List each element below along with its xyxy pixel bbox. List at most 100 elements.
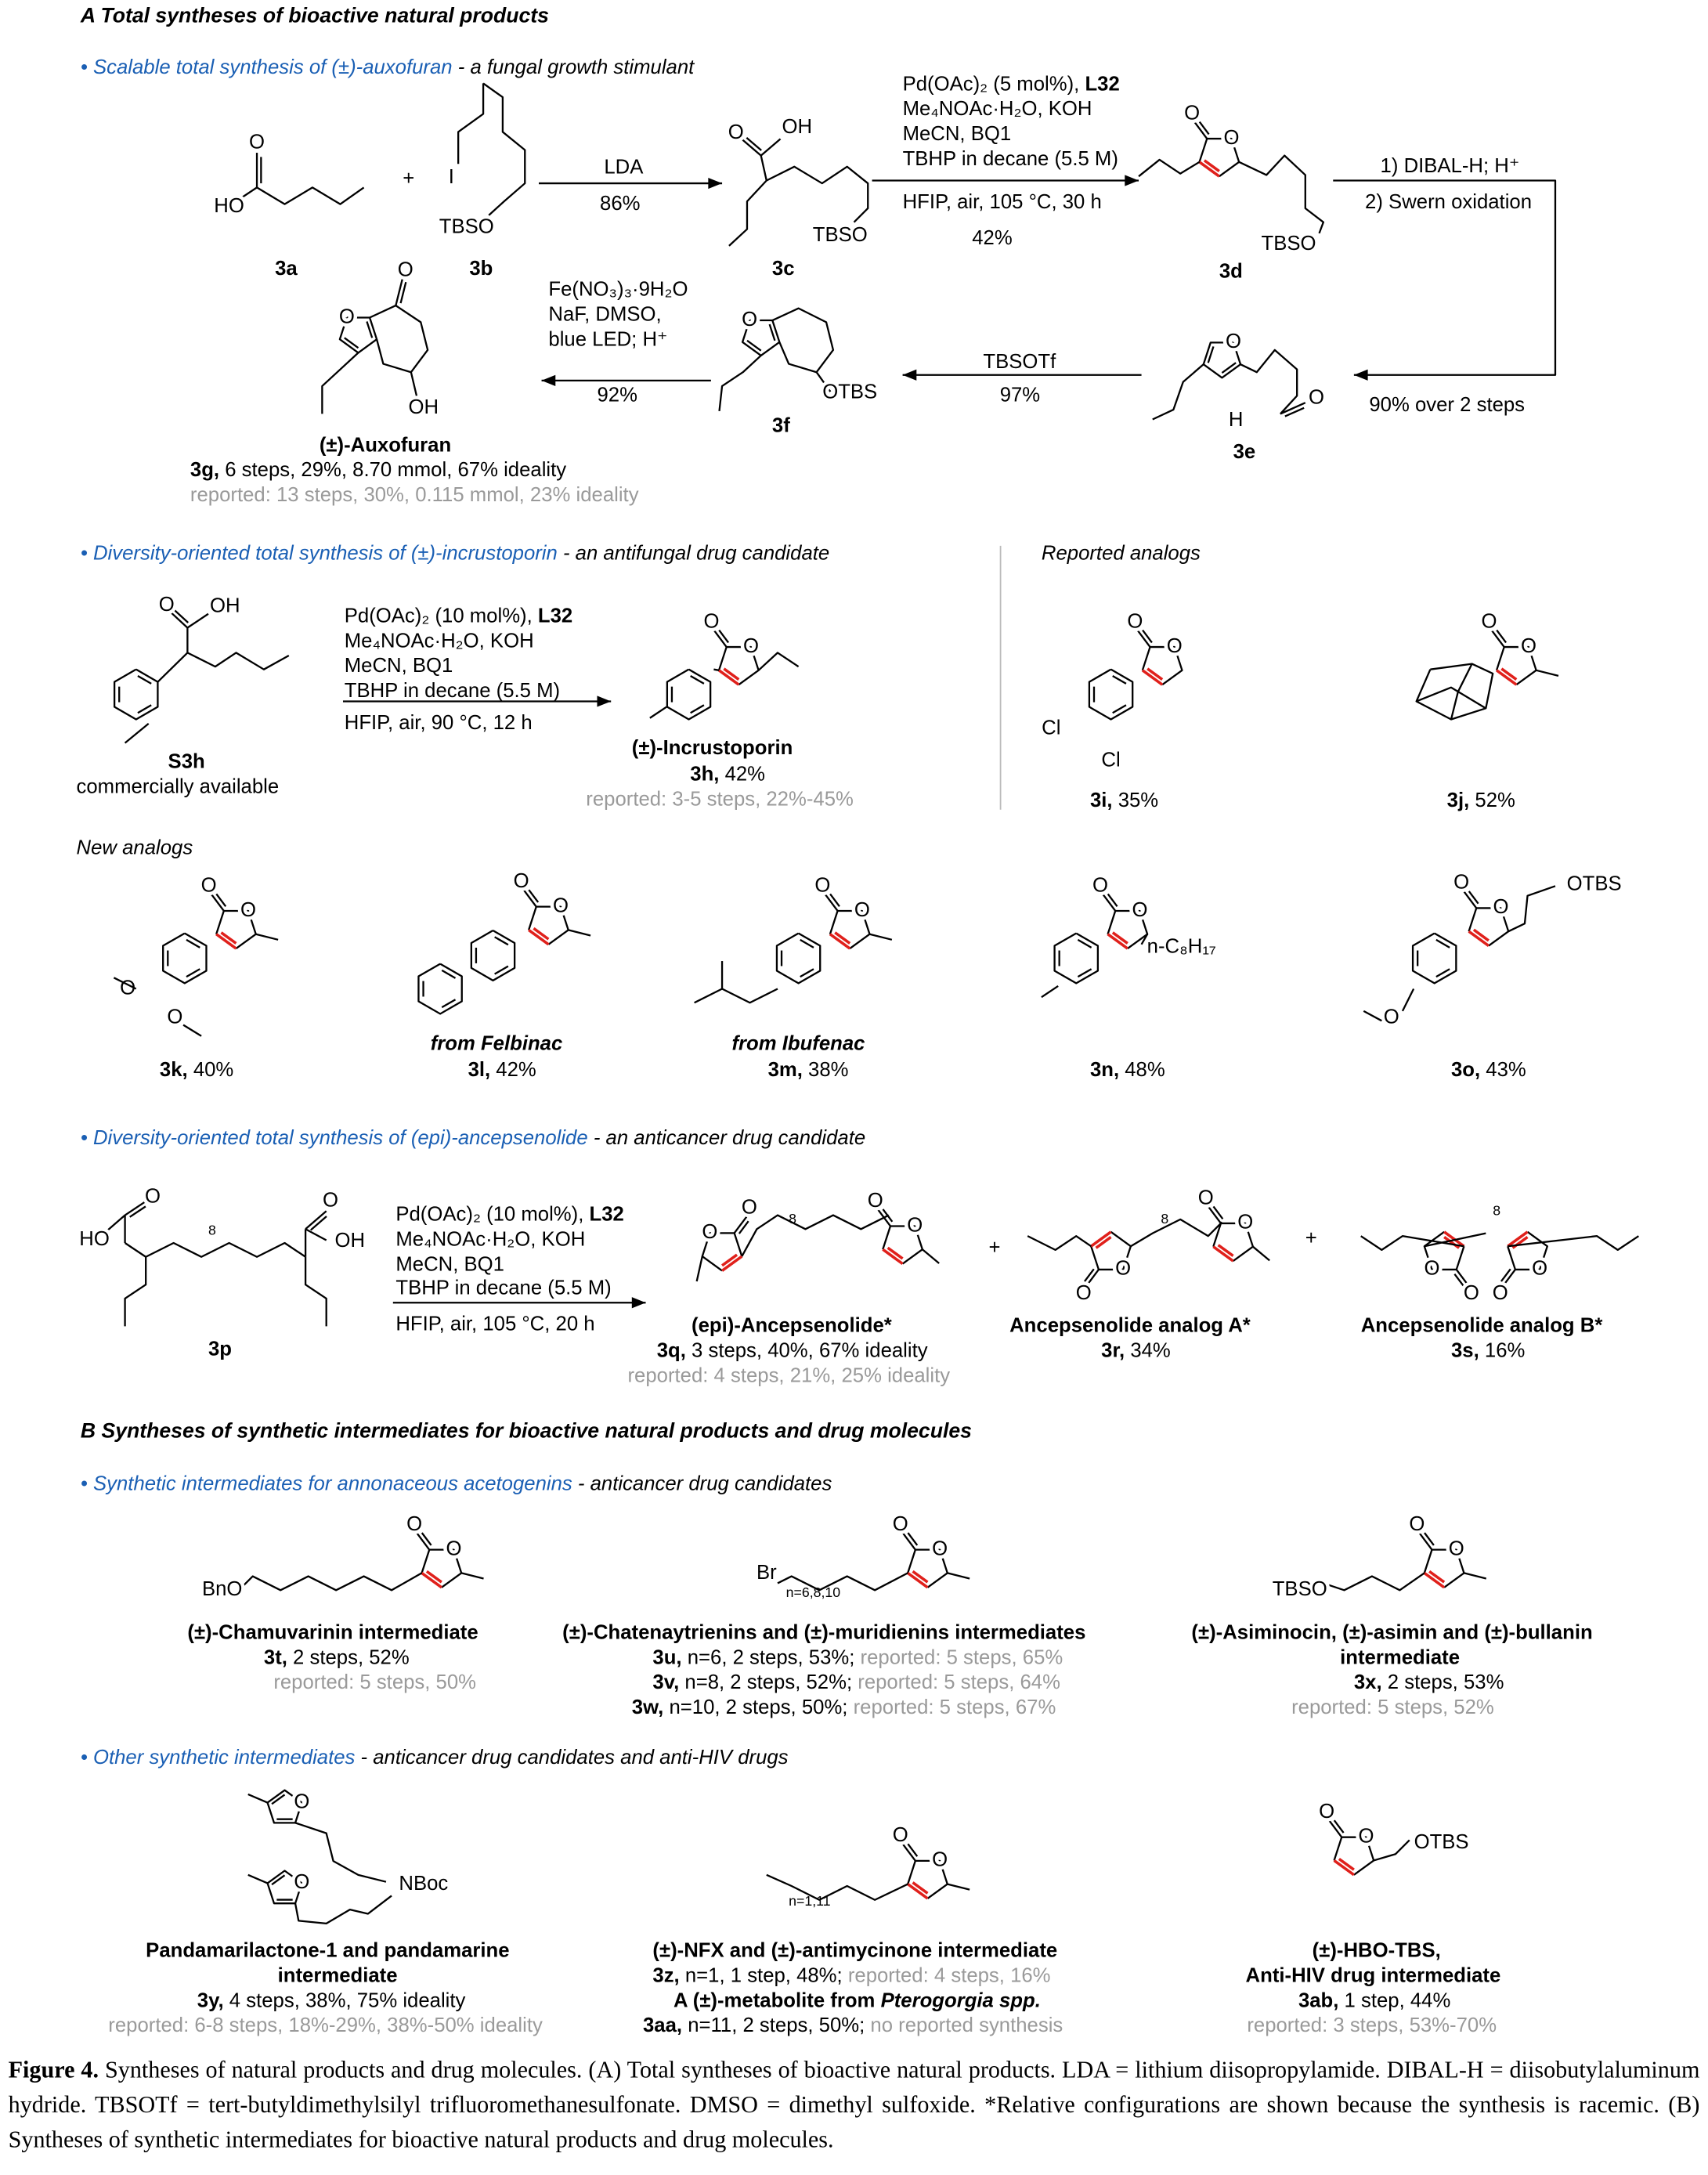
bond: [1102, 894, 1117, 912]
atom-label: O: [1464, 1282, 1479, 1304]
arrow-head: [708, 177, 723, 190]
stats-text: 42%: [490, 1059, 536, 1082]
highlight-double-bond: [1472, 928, 1490, 942]
step1-yield: 86%: [600, 193, 641, 215]
benzene-ring: [162, 932, 208, 985]
benzene-ring: [666, 668, 712, 721]
atom-label: OH: [409, 396, 439, 418]
bond: [1435, 968, 1450, 978]
benzene-ring: [1411, 932, 1457, 985]
compound-label: 3c: [771, 258, 795, 281]
repeat-count: n=6,8,10: [785, 1585, 841, 1602]
bond: [441, 969, 457, 979]
cond-text: Pd(OAc)₂ (5 mol%),: [902, 73, 1085, 96]
cond: HFIP, air, 90 °C, 12 h: [344, 712, 533, 735]
atom-label: O: [1493, 1282, 1508, 1304]
bond: [1193, 121, 1208, 139]
product-name: Ancepsenolide analog B*: [1360, 1315, 1603, 1338]
bond: [690, 704, 705, 714]
highlight-double-bond: [215, 933, 237, 950]
bond: [1424, 1532, 1435, 1546]
bond: [129, 1205, 146, 1218]
benzene-ring: [417, 963, 463, 1015]
atom-label: OH: [782, 116, 813, 138]
analog-stats: 3j, 52%: [1447, 790, 1515, 814]
atom-label: O: [742, 309, 757, 331]
repeat-count: 8: [789, 1212, 797, 1228]
bond: [733, 1216, 748, 1234]
cond: Me₄NOAc·H₂O, KOH: [344, 630, 534, 653]
bond: [1418, 1533, 1433, 1551]
atom-label: NBoc: [399, 1873, 448, 1895]
lactone-ring: [701, 1232, 743, 1272]
atom-label: O: [907, 1214, 923, 1236]
atom-label: O: [1226, 331, 1241, 352]
bond: [271, 1874, 286, 1886]
plus-sign: +: [1305, 1227, 1317, 1250]
plus-sign: +: [403, 168, 415, 190]
new-analogs-label: New analogs: [76, 837, 193, 860]
atom-label: Cl: [1042, 717, 1060, 739]
highlight-double-bond: [1090, 1230, 1112, 1248]
step1-reagent: LDA: [604, 157, 644, 179]
highlight-double-bond: [912, 1881, 929, 1895]
compound-id: 3i,: [1089, 789, 1113, 813]
arrow-head: [631, 1297, 646, 1309]
arrow-head: [1353, 369, 1368, 381]
product-stats: 3z, n=1, 1 step, 48%; reported: 4 steps,…: [652, 1965, 1050, 1989]
bond: [800, 938, 814, 948]
bond: [124, 1200, 146, 1216]
atom-label: TBSO: [439, 216, 494, 238]
atom-label: O: [240, 899, 256, 921]
atom-label: I: [449, 166, 454, 188]
bond: [1455, 1269, 1470, 1287]
compound-id: 3y,: [197, 1989, 224, 2013]
section-title: Total syntheses of bioactive natural pro…: [100, 4, 549, 28]
atom-label: Br: [757, 1562, 777, 1584]
stats-text: 3 steps, 40%, 67% ideality: [685, 1340, 928, 1363]
highlight-double-bond: [1107, 933, 1128, 950]
cond: TBHP in decane (5.5 M): [344, 680, 561, 703]
methyl: [947, 1572, 970, 1580]
bond: [902, 1844, 916, 1862]
compound-id: 3w,: [631, 1696, 664, 1720]
highlight-double-bond: [421, 1571, 442, 1589]
lactone-ring: [1495, 645, 1537, 686]
atom-label: O: [1384, 1006, 1399, 1028]
bond: [746, 339, 762, 352]
product-stats: 3g, 6 steps, 29%, 8.70 mmol, 67% idealit…: [190, 460, 566, 483]
methyl: [460, 1572, 484, 1580]
atom-label: O: [1076, 1282, 1092, 1304]
bond: [768, 323, 776, 341]
stats-text: 40%: [187, 1059, 234, 1082]
bond: [1284, 406, 1305, 417]
highlight-double-bond: [1217, 1244, 1234, 1257]
header-link-text: • Diversity-oriented total synthesis of …: [80, 1127, 588, 1151]
analog-note: from Ibufenac: [731, 1033, 865, 1056]
compound-id: 3v,: [652, 1671, 680, 1695]
lactone-ring: [1212, 1222, 1255, 1262]
step2-cond: Pd(OAc)₂ (5 mol%), L32: [903, 74, 1120, 97]
lactone-ring: [1198, 137, 1240, 178]
product-stats: 3q, 3 steps, 40%, 67% ideality: [657, 1340, 928, 1364]
atom-label: O: [446, 1537, 462, 1559]
product-stats: 3v, n=8, 2 steps, 52%; reported: 5 steps…: [652, 1672, 1060, 1696]
product-name: (±)-Incrustoporin: [631, 737, 793, 760]
atom-label: O: [167, 1006, 182, 1028]
stats-text: n=10, 2 steps, 50%;: [663, 1696, 854, 1720]
bond: [310, 1216, 327, 1231]
arrow-head: [902, 369, 917, 381]
bond: [757, 652, 800, 671]
bond: [1280, 402, 1306, 415]
atom-label: O: [1224, 127, 1240, 149]
bond: [1416, 686, 1486, 710]
reported-stats: reported: 5 steps, 50%: [273, 1671, 477, 1695]
bond: [441, 999, 457, 1009]
methyl: [255, 933, 279, 941]
compound-id: 3x,: [1353, 1671, 1382, 1695]
step5-yield: 92%: [597, 385, 637, 407]
atom-label: Cl: [1101, 750, 1120, 771]
atom-label: O: [1198, 1187, 1214, 1209]
atom-label: O: [553, 894, 569, 916]
